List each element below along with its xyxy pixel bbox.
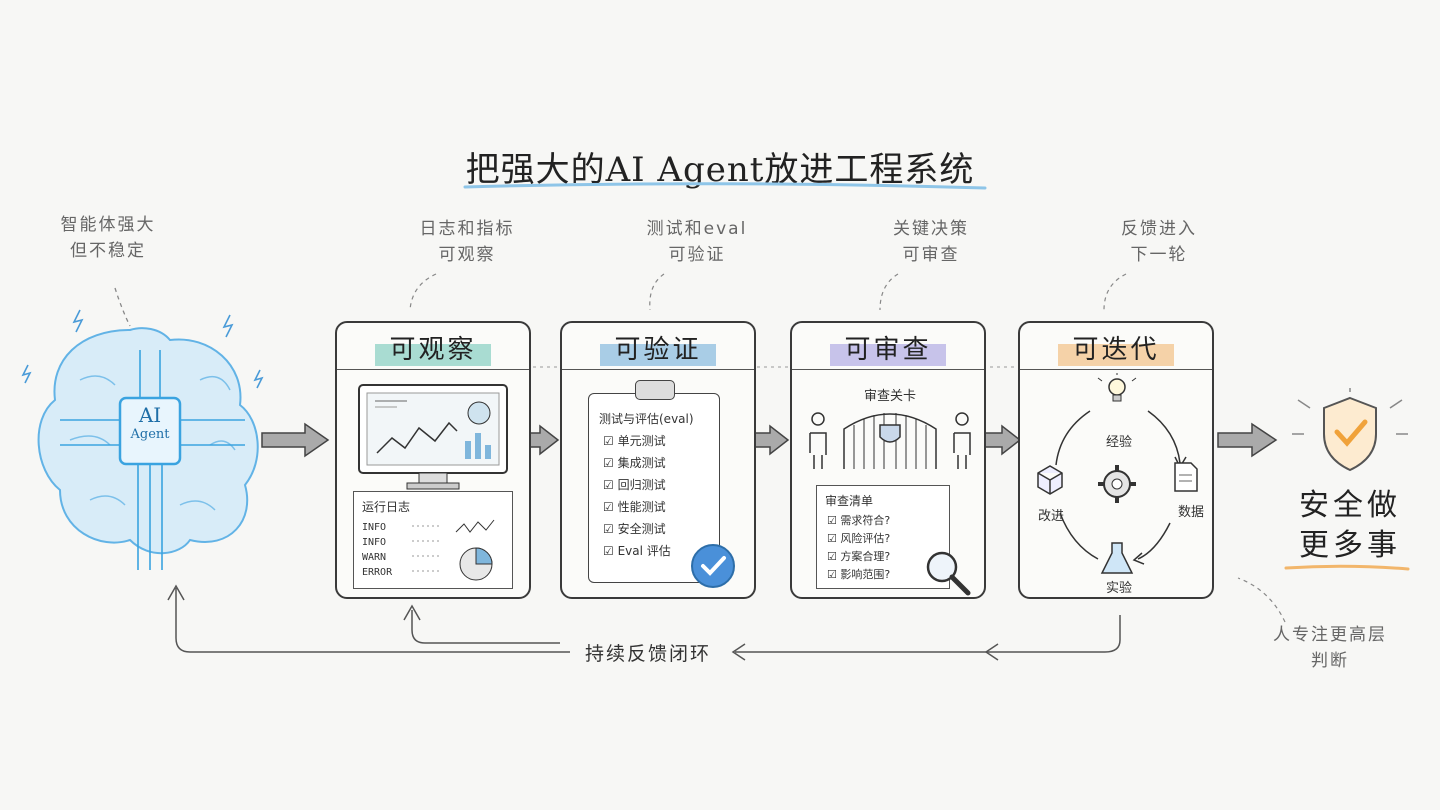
test-checklist: ☑ 单元测试 ☑ 集成测试 ☑ 回归测试 ☑ 性能测试 ☑ 安全测试 ☑ Eva… [603, 430, 671, 562]
arrow-4 [982, 424, 1022, 456]
card2-note: 测试和eval 可验证 [632, 216, 762, 268]
checklist-item: ☑ 单元测试 [603, 434, 666, 448]
card-observable-header: 可观察 [337, 323, 529, 370]
card-verifiable: 可验证 测试与评估(eval) ☑ 单元测试 ☑ 集成测试 ☑ 回归测试 ☑ 性… [560, 321, 756, 599]
card1-note: 日志和指标 可观察 [402, 216, 532, 268]
card-iterable: 可迭代 经验 数据 实验 改进 [1018, 321, 1214, 599]
brain-note-line2: 但不稳定 [70, 241, 146, 261]
checklist-item: ☑ Eval 评估 [603, 544, 671, 558]
log-line: INFO [362, 537, 387, 548]
log-charts-icon [412, 519, 495, 581]
card-reviewable-title: 可审查 [830, 329, 946, 366]
cycle-label-improve: 改进 [1037, 509, 1064, 524]
review-item: ☑ 需求符合? [827, 514, 891, 527]
review-item: ☑ 风险评估? [827, 532, 891, 545]
lightbulb-icon [1097, 373, 1137, 402]
run-log-panel: 运行日志 INFO INFO WARN ERROR [353, 491, 513, 589]
result-line1: 安全做 [1299, 488, 1401, 523]
cycle-label-experiment: 实验 [1105, 581, 1132, 596]
ai-brain-illustration [21, 287, 264, 570]
clipboard-clip [635, 380, 675, 400]
checkbox-checked-icon: ☑ [603, 434, 618, 448]
review-item: ☑ 影响范围? [827, 568, 891, 581]
run-log-title: 运行日志 [362, 500, 411, 514]
gear-icon [1098, 465, 1136, 503]
result-note: 人专注更高层 判断 [1255, 622, 1405, 674]
cube-icon [1037, 465, 1063, 495]
card3-note: 关键决策 可审查 [866, 216, 996, 268]
review-checklist-title: 审查清单 [825, 494, 874, 508]
checklist-item: ☑ 性能测试 [603, 500, 666, 514]
brain-note: 智能体强大 但不稳定 [48, 212, 168, 264]
run-log-lines: INFO INFO WARN ERROR [362, 520, 392, 580]
checklist-item: ☑ 安全测试 [603, 522, 666, 536]
card1-note-line2: 可观察 [438, 245, 496, 265]
monitor-dashboard-icon [358, 384, 508, 490]
card2-note-line2: 可验证 [668, 245, 726, 265]
ai-chip-line2: Agent [130, 427, 170, 442]
brain-note-line1: 智能体强大 [60, 215, 156, 235]
checkbox-checked-icon: ☑ [827, 568, 841, 581]
checkbox-checked-icon: ☑ [603, 544, 618, 558]
log-line: INFO [362, 522, 387, 533]
card-verifiable-title: 可验证 [600, 329, 716, 366]
checkbox-checked-icon: ☑ [827, 550, 841, 563]
feedback-loop-label: 持续反馈闭环 [585, 643, 712, 665]
result-note-line1: 人专注更高层 [1273, 625, 1387, 645]
ai-chip: AI Agent [120, 404, 180, 444]
clipboard-title: 测试与评估(eval) [599, 412, 694, 426]
cycle-label-data: 数据 [1177, 505, 1204, 520]
clipboard: 测试与评估(eval) ☑ 单元测试 ☑ 集成测试 ☑ 回归测试 ☑ 性能测试 … [588, 380, 720, 583]
result-note-line2: 判断 [1311, 651, 1349, 671]
checklist-item: ☑ 集成测试 [603, 456, 666, 470]
iteration-cycle-illustration [1037, 373, 1198, 574]
review-gate-illustration [809, 412, 971, 469]
card3-note-line2: 可审查 [902, 245, 960, 265]
checkbox-checked-icon: ☑ [603, 500, 618, 514]
title-underline [463, 182, 987, 190]
shield-check-icon [1292, 388, 1408, 472]
verified-check-badge-icon [691, 544, 735, 588]
card4-note-line1: 反馈进入 [1121, 219, 1197, 239]
card-observable: 可观察 运行日志 INFO INFO WARN ERROR [335, 321, 531, 599]
checkbox-checked-icon: ☑ [603, 456, 618, 470]
card2-note-line1: 测试和eval [646, 219, 748, 239]
card-reviewable-header: 可审查 [792, 323, 984, 370]
checkbox-checked-icon: ☑ [827, 532, 841, 545]
result-text: 安全做 更多事 [1290, 486, 1410, 566]
review-checklist: ☑ 需求符合? ☑ 风险评估? ☑ 方案合理? ☑ 影响范围? [827, 512, 890, 584]
checkbox-checked-icon: ☑ [827, 514, 841, 527]
card-reviewable: 可审查 审查关卡 审查清单 ☑ 需求符合? ☑ 风险评估? ☑ 方案合理? ☑ … [790, 321, 986, 599]
checkbox-checked-icon: ☑ [603, 522, 618, 536]
card4-note: 反馈进入 下一轮 [1094, 216, 1224, 268]
card-observable-title: 可观察 [375, 329, 491, 366]
arrow-1 [261, 422, 330, 458]
log-line: ERROR [362, 567, 393, 578]
checkbox-checked-icon: ☑ [603, 478, 618, 492]
card-iterable-title: 可迭代 [1058, 329, 1174, 366]
cycle-label-experience: 经验 [1105, 435, 1132, 450]
card1-note-line1: 日志和指标 [419, 219, 515, 239]
card4-note-line2: 下一轮 [1130, 245, 1188, 265]
ai-chip-line1: AI [138, 403, 162, 427]
flask-icon [1100, 542, 1134, 574]
magnifier-icon [926, 551, 971, 596]
card-verifiable-header: 可验证 [562, 323, 754, 370]
checklist-item: ☑ 回归测试 [603, 478, 666, 492]
card3-note-line1: 关键决策 [893, 219, 969, 239]
document-icon [1174, 462, 1198, 492]
gate-label: 审查关卡 [863, 389, 916, 404]
result-underline [1284, 564, 1410, 571]
arrow-5 [1217, 422, 1278, 458]
review-item: ☑ 方案合理? [827, 550, 891, 563]
card-iterable-header: 可迭代 [1020, 323, 1212, 370]
result-line2: 更多事 [1299, 528, 1401, 563]
log-line: WARN [362, 552, 387, 563]
